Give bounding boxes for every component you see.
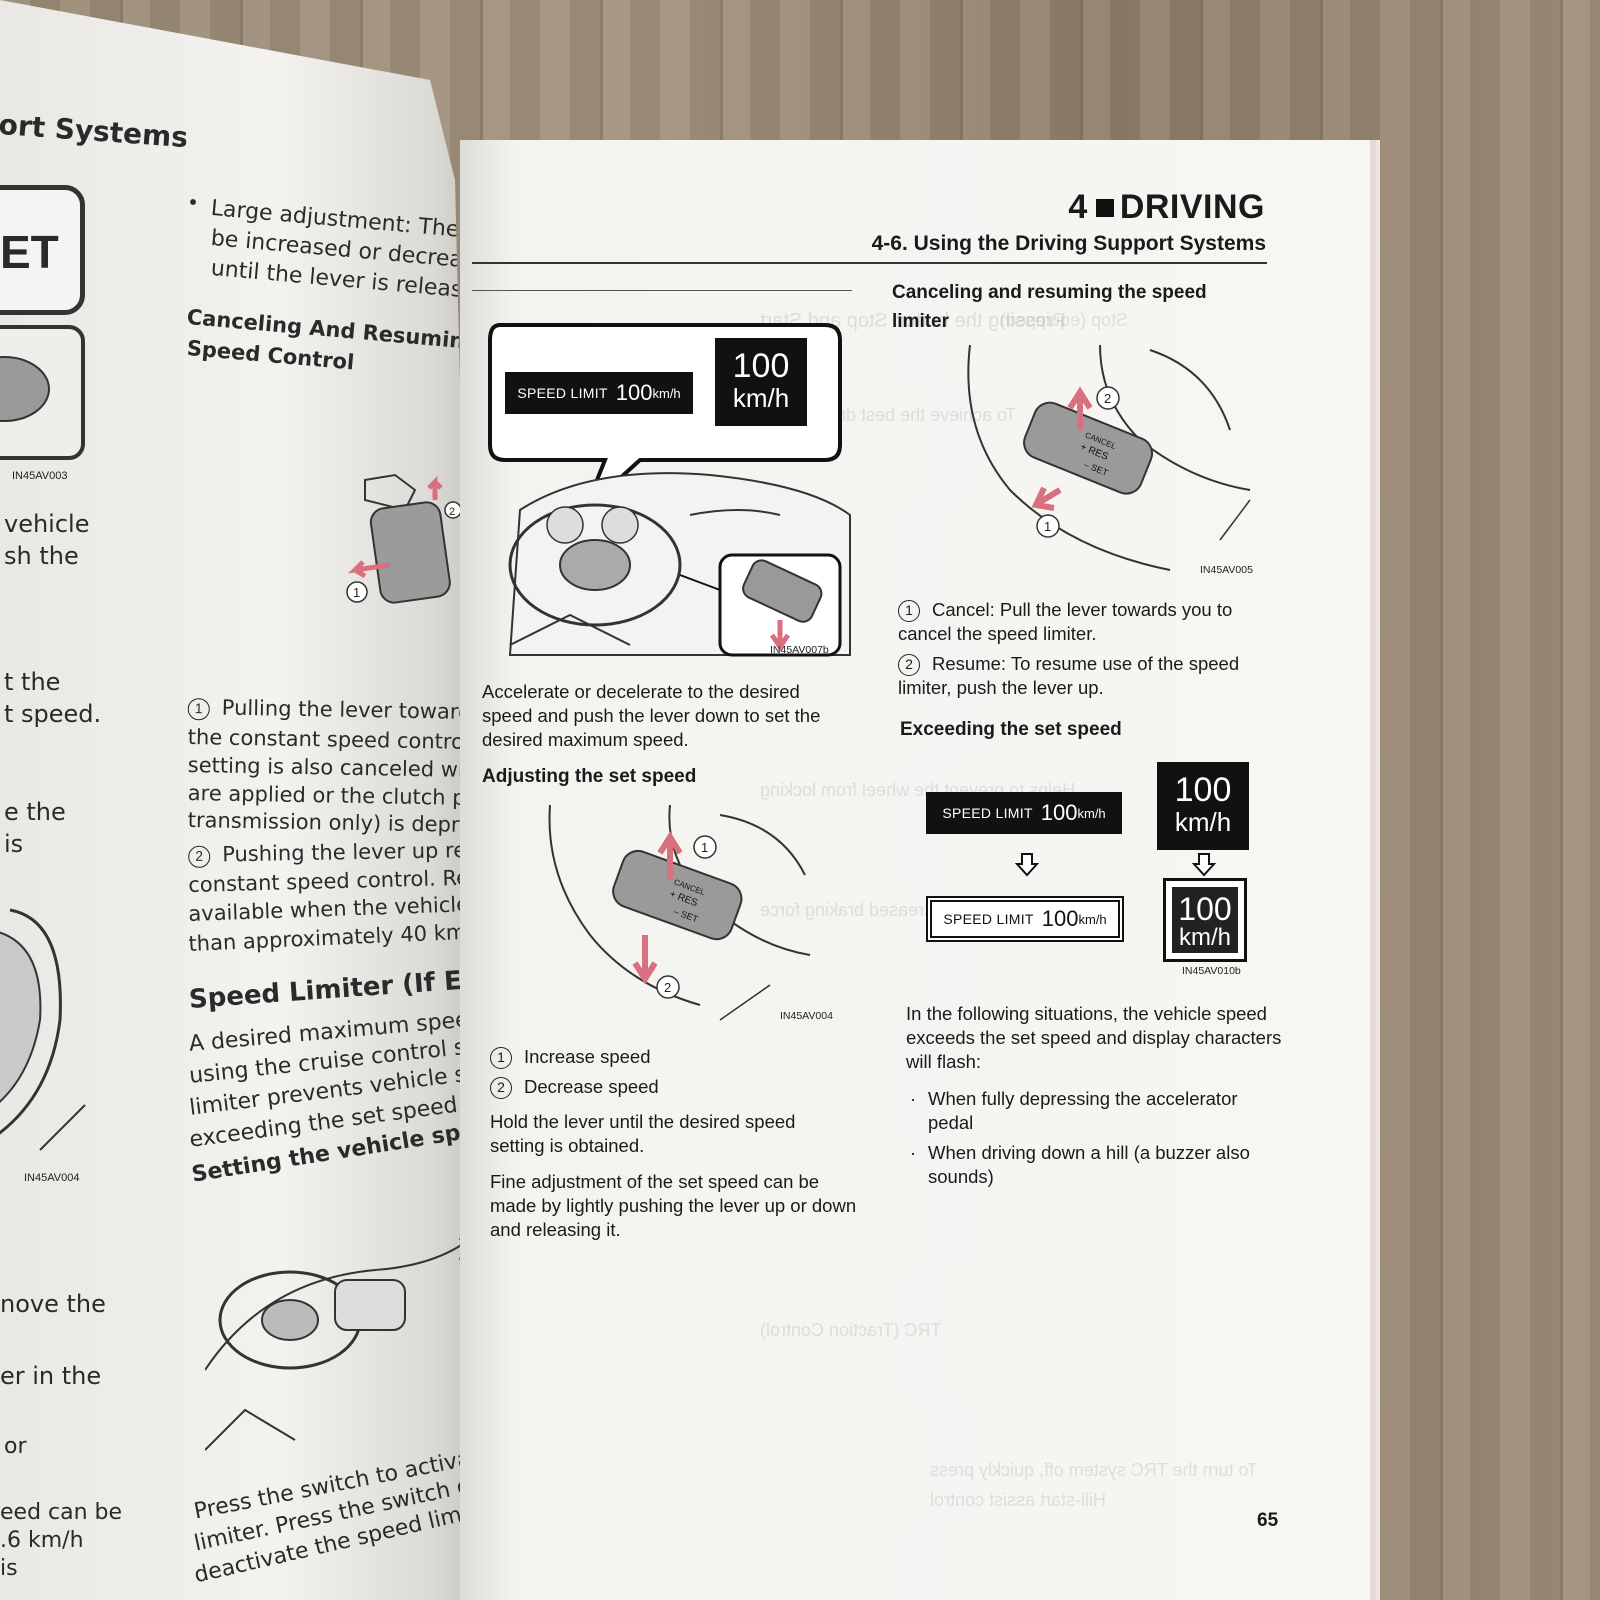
bullet-item: ·When driving down a hill (a buzzer also… [910, 1142, 1250, 1187]
figure-code: IN45AV007b [770, 644, 829, 656]
down-arrow-icon [1015, 853, 1039, 877]
left-item1-line: transmission only) is depressed. [187, 808, 470, 838]
left-edge-fragment: .6 km/h [0, 1528, 84, 1553]
circled-number: 2 [188, 845, 211, 868]
figure-adjusting-lever: CANCEL + RES – SET 1 2 [548, 804, 811, 1021]
left-edge-fragment: nove the [0, 1290, 106, 1318]
left-edge-fragment: t the [4, 668, 61, 696]
left-edge-fragment: eed can be [0, 1500, 123, 1525]
left-dashboard-illustration [205, 1214, 470, 1451]
svg-text:1: 1 [1044, 519, 1051, 534]
left-edge-fragment: is [0, 1556, 18, 1581]
circled-number: 1 [490, 1047, 512, 1069]
figure-cancel-lever: CANCEL + RES – SET 2 1 [967, 344, 1251, 571]
header-subrule [472, 290, 852, 291]
left-canceling-heading-2: Speed Control [185, 336, 356, 375]
chapter-square-icon [1095, 198, 1114, 217]
left-edge-fragment: vehicle [4, 510, 90, 538]
circled-number: 1 [898, 600, 920, 622]
lever-closeup-illustration [0, 325, 85, 460]
set-button-illustration [0, 185, 85, 315]
left-speed-limiter-heading: Speed Limiter (If Equippe [188, 958, 470, 1015]
circled-number: 2 [898, 654, 920, 676]
circled-number: 2 [490, 1077, 512, 1099]
section-title: 4-6. Using the Driving Support Systems [871, 232, 1266, 255]
figure-code: IN45AV005 [1200, 564, 1253, 576]
left-lever-illustration: 2 1 [346, 473, 462, 604]
left-edge-fragment: sh the [4, 542, 79, 570]
figure-code: IN45AV010b [1182, 965, 1241, 977]
left-header-fragment: ort Systems [0, 108, 190, 155]
left-edge-fragment: er in the [0, 1362, 102, 1390]
left-bullet-dot: • [186, 190, 200, 215]
figure-code: IN45AV004 [780, 1010, 833, 1022]
left-edge-fragment: t speed. [4, 700, 102, 728]
left-edge-fragment: is [4, 830, 24, 858]
adjusting-heading: Adjusting the set speed [482, 766, 697, 787]
bullet-item: ·When fully depressing the accelerator p… [910, 1088, 1238, 1133]
svg-text:2: 2 [664, 980, 671, 995]
left-item1-line: are applied or the clutch pedal ( [187, 781, 470, 811]
canceling-heading: Canceling and resuming the speed limiter [892, 282, 1207, 332]
paragraph: Accelerate or decelerate to the desired … [482, 681, 821, 750]
left-edge-fragment: or [4, 1434, 27, 1459]
header-rule [472, 262, 1267, 264]
svg-text:2: 2 [1104, 391, 1111, 406]
svg-text:2: 2 [449, 506, 455, 518]
left-figure-code-1: IN45AV003 [12, 470, 68, 482]
left-figure-code-2: IN45AV004 [24, 1172, 80, 1184]
left-page: ort Systems ET IN45AV003 • Large adjustm… [0, 0, 470, 1600]
paragraph: In the following situations, the vehicle… [906, 1003, 1282, 1072]
down-arrow-icon [1192, 853, 1216, 877]
paragraph: Hold the lever until the desired speed s… [490, 1111, 796, 1156]
left-edge-fragment: e the [4, 798, 66, 826]
left-wheel-illustration [0, 908, 86, 1151]
left-item1-line: setting is also canceled when th [187, 753, 470, 783]
right-page: Pressing the button Stop and Start To ac… [460, 140, 1370, 1600]
svg-text:1: 1 [701, 840, 708, 855]
circled-number: 1 [187, 697, 210, 721]
set-button-text: ET [0, 226, 59, 278]
left-item2-line: constant speed control. Resum [188, 864, 470, 897]
paragraph: Fine adjustment of the set speed can be … [490, 1171, 857, 1240]
svg-text:1: 1 [353, 585, 360, 600]
exceeding-heading: Exceeding the set speed [900, 719, 1122, 740]
left-item1-line: the constant speed control. The [187, 725, 470, 755]
bleed-through: To turn the TRC system off, quickly pres… [930, 1460, 1258, 1480]
bleed-through: Hill-start assist control [930, 1490, 1107, 1510]
page-number: 65 [1257, 1510, 1279, 1531]
bleed-through: TRC (Traction Control) [760, 1320, 942, 1340]
